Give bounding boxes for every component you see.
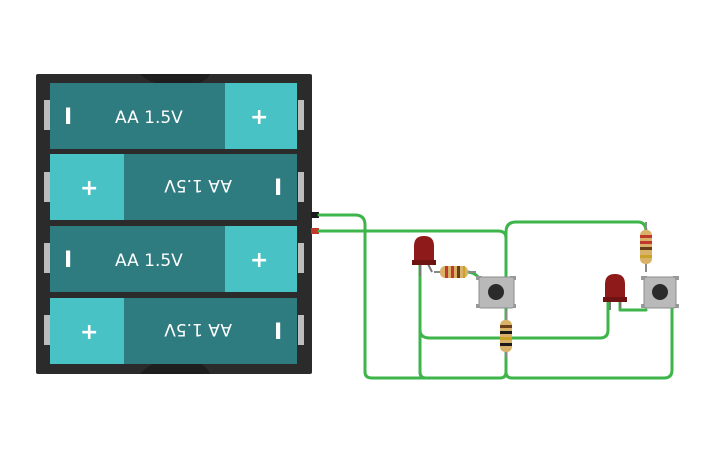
wire-positive-main xyxy=(317,229,508,240)
cell-2-minus: I xyxy=(274,176,282,201)
cell-4-plus: + xyxy=(80,320,98,345)
wire-negative-main xyxy=(317,213,648,380)
wire-led1-cathode xyxy=(418,262,428,380)
push-button-2[interactable] xyxy=(641,276,679,309)
cell-3-label: AA 1.5V xyxy=(115,251,183,271)
cell-3-minus: I xyxy=(64,248,72,273)
battery-cell-3[interactable]: I AA 1.5V + xyxy=(50,226,297,292)
led-1[interactable] xyxy=(412,236,436,276)
cell-1-plus: + xyxy=(250,105,268,130)
wire-button1-right xyxy=(504,303,674,380)
led-2[interactable] xyxy=(603,274,627,310)
battery-cell-1[interactable]: I AA 1.5V + xyxy=(50,83,297,149)
battery-holder[interactable]: I AA 1.5V + + AA 1.5V I I AA 1.5V + + AA… xyxy=(36,74,319,374)
resistor-2[interactable] xyxy=(500,310,512,358)
cell-1-label: AA 1.5V xyxy=(115,108,183,128)
resistor-1[interactable] xyxy=(434,266,476,278)
cell-4-label: AA 1.5V xyxy=(164,319,232,339)
terminal-negative[interactable] xyxy=(311,212,319,218)
cell-4-minus: I xyxy=(274,320,282,345)
cell-1-minus: I xyxy=(64,105,72,130)
wires[interactable] xyxy=(317,213,674,380)
resistor-3[interactable] xyxy=(640,222,652,272)
terminal-positive[interactable] xyxy=(311,228,319,234)
cell-3-plus: + xyxy=(250,248,268,273)
cell-2-plus: + xyxy=(80,176,98,201)
battery-cell-2[interactable]: + AA 1.5V I xyxy=(50,154,297,220)
battery-cell-4[interactable]: + AA 1.5V I xyxy=(50,298,297,364)
push-button-1[interactable] xyxy=(476,276,516,309)
wire-led1-button1 xyxy=(418,298,610,340)
cell-2-label: AA 1.5V xyxy=(164,175,232,195)
